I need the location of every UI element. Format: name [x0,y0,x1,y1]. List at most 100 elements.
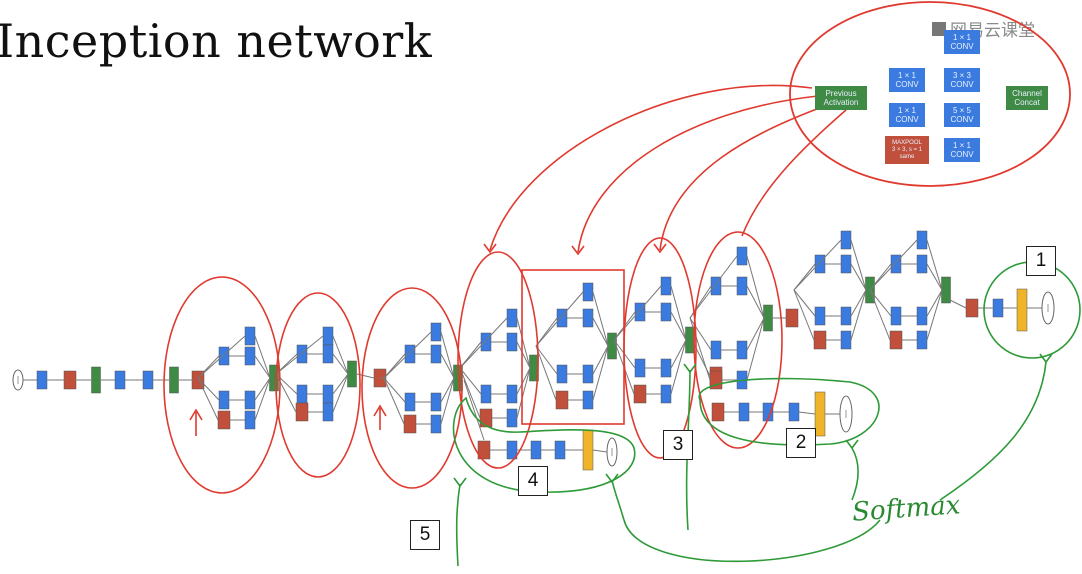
edge-line [869,239,918,291]
conv-node [890,254,902,274]
edge-line [383,331,432,379]
edge-line [670,339,687,369]
conv-node [244,390,256,410]
conv-node [814,306,826,326]
red-annotation-stroke [189,408,203,421]
softmax-node [814,391,826,437]
arrow-head [683,363,697,374]
softmax-node [582,429,594,471]
conv-node [660,384,672,404]
edge-line [459,367,482,395]
conv-node [840,330,852,350]
conv1x1-box-c: 1 × 1 CONV [889,103,925,127]
edge-line [516,367,531,395]
conv-node [736,276,748,296]
conv-node [660,302,672,322]
conv-node [736,246,748,266]
conv-node [480,384,492,404]
edge-line [440,331,455,379]
edge-line [746,255,765,319]
conv-node [992,298,1004,318]
edge-line [516,341,531,369]
marker-3: 3 [663,430,693,460]
pool-node [633,384,647,404]
conv-node [36,370,48,390]
arrow-head [653,243,667,254]
channel-concat-box: Channel Concat [1006,86,1048,110]
softmax-node [1016,288,1028,332]
edge-line [926,263,943,291]
edge-line [613,285,662,341]
conv-node [710,340,722,360]
edge-line [592,291,609,347]
edge-line [254,355,271,379]
edge-line [459,317,508,369]
module-highlight [693,231,783,449]
edge-line [440,353,455,379]
concat-node [763,304,773,332]
conv-node [506,308,518,328]
conv-node [430,322,442,342]
edge-line [926,239,943,291]
edge-line [798,411,816,415]
conv-node [218,346,230,366]
pool-node [965,298,979,318]
maxpool-box: MAXPOOL 3 × 3, s = 1 same [885,136,929,164]
edge-line [254,335,271,379]
edge-line [332,373,349,395]
edge-line [440,377,455,425]
concat-node [169,366,179,394]
conv-node [582,282,594,302]
edge-line [592,317,609,347]
edge-line [197,377,220,401]
edge-line [949,299,967,309]
edge-line [670,311,687,341]
conv-node [430,392,442,412]
arrow-head [1039,353,1053,364]
pool-node [403,414,417,434]
edge-line [197,335,246,379]
conv-node [530,440,542,460]
concat-node [91,366,101,394]
logo-icon [932,21,946,36]
marker-5: 5 [410,520,440,550]
arrow-head [605,473,619,484]
edge-line [440,377,455,403]
conv-node [582,308,594,328]
conv3x3-box: 3 × 3 CONV [944,68,980,92]
conv-node [322,402,334,422]
edge-line [850,289,867,317]
module-highlight [163,276,281,494]
conv-node [814,254,826,274]
edge-line [254,377,271,401]
edge-line [689,255,738,319]
conv-node [840,306,852,326]
conv-node [404,344,416,364]
conv-node [244,346,256,366]
edge-line [689,317,712,351]
previous-activation-box: Previous Activation [815,86,867,110]
edge-line [254,377,271,421]
conv-node [506,384,518,404]
conv1x1-box-b: 1 × 1 CONV [889,68,925,92]
pool-node [217,410,231,430]
conv-node [738,402,750,422]
edge-line [793,289,816,317]
conv-node [582,364,594,384]
edge-line [793,239,842,291]
detail-highlight [789,1,1071,187]
conv-node [218,390,230,410]
conv-node [244,326,256,346]
conv-node [322,326,334,346]
green-annotation-stroke [455,483,461,567]
edge-line [332,353,349,375]
conv-node [840,254,852,274]
marker-2: 2 [786,428,816,458]
conv-node [890,306,902,326]
concat-node [941,276,951,304]
conv-node [322,344,334,364]
edge-line [850,263,867,291]
edge-line [670,339,687,395]
pool-node [889,330,903,350]
edge-line [275,335,324,375]
